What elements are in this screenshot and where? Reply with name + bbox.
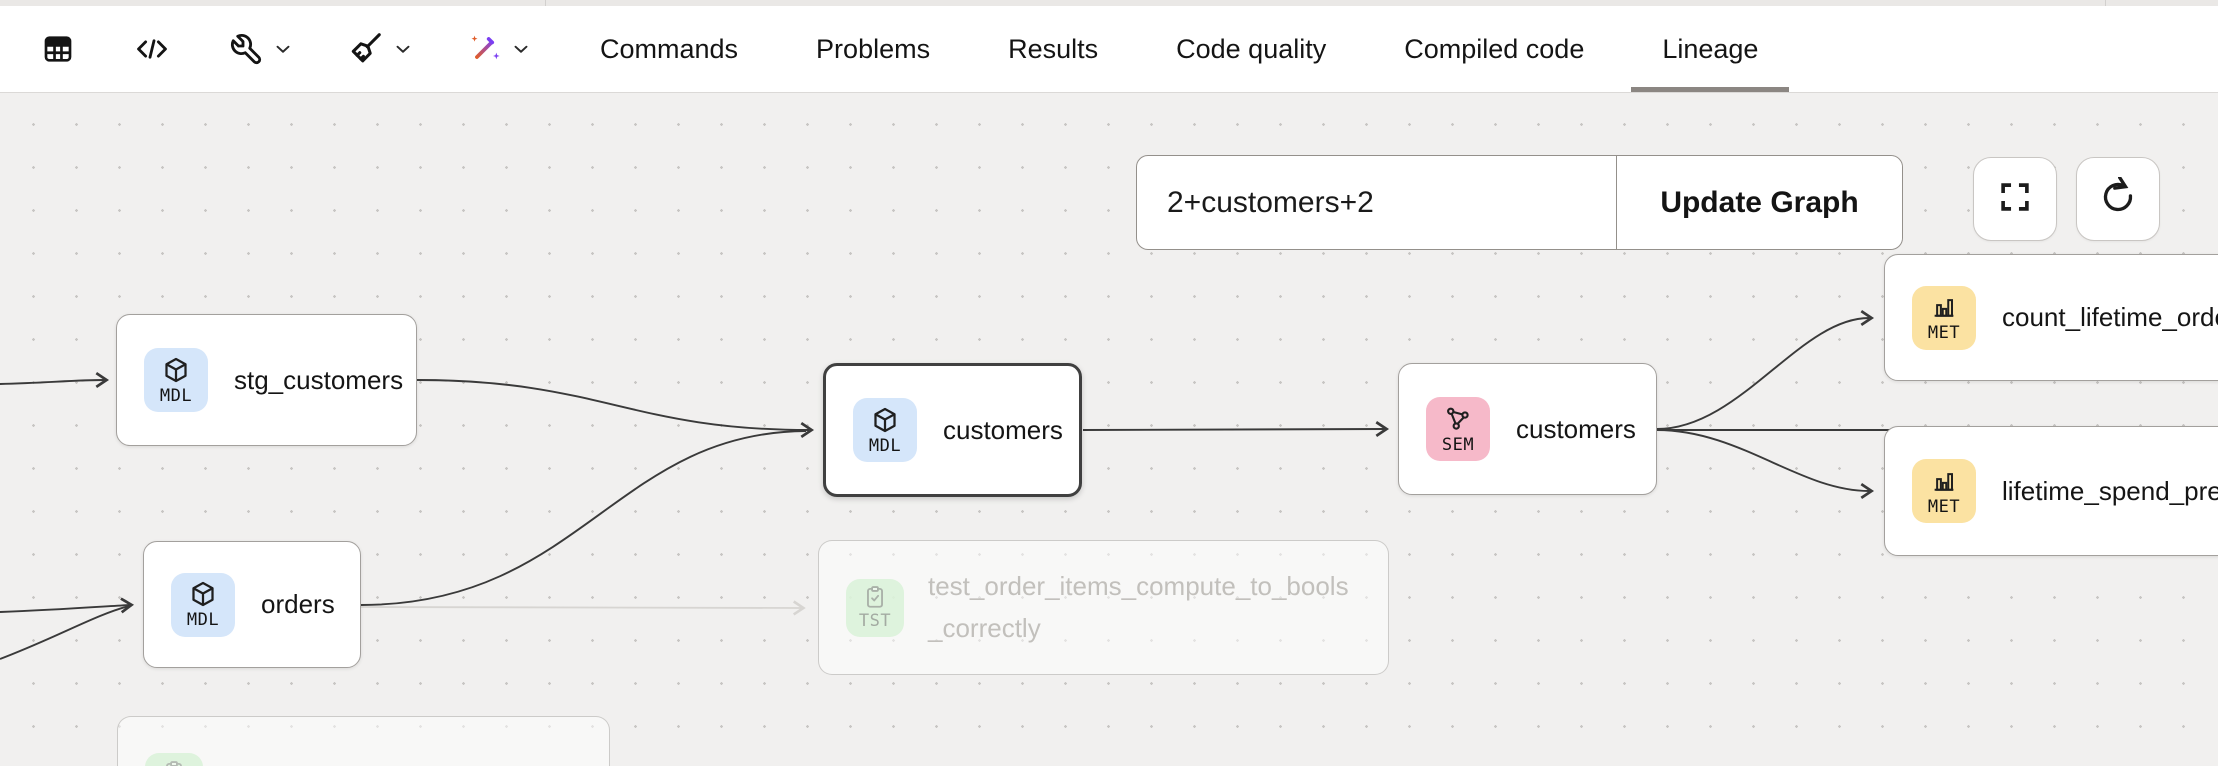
code-icon (132, 32, 172, 66)
model-badge: MDL (171, 572, 235, 637)
model-badge: MDL (853, 398, 917, 462)
top-edge-strip (0, 0, 2218, 6)
edge-into-orders-lower (0, 605, 130, 660)
cube-icon (165, 357, 187, 382)
node-label: test_order_items_compute_to_bools _corre… (928, 570, 1349, 643)
code-button[interactable] (128, 28, 176, 70)
tab-lineage[interactable]: Lineage (1662, 6, 1758, 92)
test-badge: TST (145, 753, 203, 766)
node-stg-customers[interactable]: MDL stg_customers (116, 314, 417, 446)
bottom-strip (0, 766, 2218, 780)
lineage-canvas[interactable]: MDL stg_customers MDL orders MDL custome… (0, 93, 2218, 766)
lineage-selector-input[interactable] (1167, 185, 1586, 220)
tab-commands[interactable]: Commands (600, 33, 739, 64)
edge-into-stg-customers (0, 372, 110, 388)
node-customers-model[interactable]: MDL customers (823, 363, 1082, 497)
node-label: customers (1516, 413, 1636, 444)
badge-type-label: MDL (159, 385, 193, 406)
badge-type-label: MDL (186, 610, 220, 630)
fit-view-icon (1996, 178, 2034, 221)
tab-code-quality[interactable]: Code quality (1176, 33, 1327, 64)
tab-compiled-code[interactable]: Compiled code (1404, 33, 1585, 64)
fit-view-button[interactable] (1973, 157, 2057, 241)
node-label: stg_customers (234, 364, 404, 395)
refresh-icon (2098, 175, 2138, 222)
clipboard-check-icon (867, 586, 883, 608)
chevron-down-icon[interactable] (272, 38, 294, 60)
metric-badge: MET (1912, 285, 1976, 350)
bar-chart-icon (1934, 472, 1954, 491)
edge-semantic-to-count-lifetime (1656, 310, 1875, 430)
network-icon (1447, 407, 1469, 430)
badge-type-label: SEM (1441, 434, 1475, 455)
tab-results[interactable]: Results (1008, 33, 1099, 64)
edge-customers-to-semantic (1082, 421, 1390, 438)
strip-divider (545, 0, 546, 6)
edge-orders-to-customers (360, 430, 807, 606)
clipboard-check-icon (166, 760, 182, 766)
ai-assist-button[interactable] (464, 28, 536, 70)
badge-type-label: MET (1927, 496, 1961, 517)
strip-divider (2105, 0, 2106, 6)
selector-box (1137, 156, 1616, 249)
cube-icon (192, 581, 214, 607)
refresh-button[interactable] (2076, 157, 2160, 241)
semantic-badge: SEM (1426, 397, 1490, 461)
wrench-icon (228, 31, 264, 67)
chevron-down-icon[interactable] (510, 38, 532, 60)
tab-bar: Commands Problems Results Code quality C… (600, 6, 1758, 92)
badge-type-label: MDL (868, 435, 902, 456)
bar-chart-icon (1934, 299, 1954, 317)
broom-icon (346, 30, 384, 68)
node-label: count_lifetime_order (2002, 302, 2218, 332)
node-label: lifetime_spend_preta (2002, 475, 2218, 506)
model-badge: MDL (144, 348, 208, 412)
graph-controls: Update Graph (1136, 155, 1903, 250)
chevron-down-icon[interactable] (392, 38, 414, 60)
node-test-order-items[interactable]: TST test_order_items_compute_to_bools _c… (818, 540, 1389, 675)
node-label: orders (261, 589, 335, 619)
badge-type-label: MET (1927, 323, 1961, 343)
node-label: customers (943, 414, 1063, 445)
test-badge: TST (846, 578, 904, 637)
build-tools-button[interactable] (224, 27, 298, 71)
edge-orders-to-test-faded (360, 600, 806, 616)
table-button[interactable] (38, 29, 78, 69)
node-partial-test[interactable]: TST (117, 716, 610, 766)
cube-icon (874, 407, 896, 432)
edge-semantic-to-lifetime-spend (1656, 429, 1875, 499)
toolbar-icon-group (38, 6, 536, 92)
clean-button[interactable] (342, 26, 418, 72)
node-customers-semantic[interactable]: SEM customers (1398, 363, 1657, 495)
edge-into-orders (0, 597, 135, 614)
tab-problems[interactable]: Problems (816, 33, 931, 64)
magic-wand-icon (468, 32, 502, 66)
toolbar: Commands Problems Results Code quality C… (0, 6, 2218, 93)
update-graph-button[interactable]: Update Graph (1616, 156, 1902, 249)
edge-stg-customers-to-customers (416, 379, 815, 438)
badge-type-label: TST (858, 611, 892, 631)
node-lifetime-spend-preta[interactable]: MET lifetime_spend_preta (1884, 426, 2218, 556)
node-count-lifetime-order[interactable]: MET count_lifetime_order (1884, 254, 2218, 381)
table-icon (42, 33, 74, 65)
metric-badge: MET (1912, 459, 1976, 523)
node-orders[interactable]: MDL orders (143, 541, 361, 668)
